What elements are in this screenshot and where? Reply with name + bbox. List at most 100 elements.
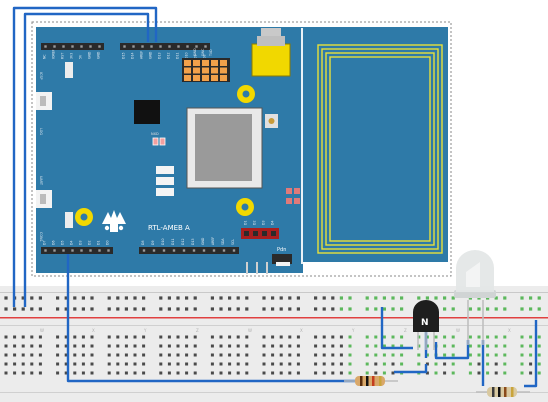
smd-led-1 [152,137,159,146]
grid-hole [348,353,352,357]
grid-hole [382,371,386,375]
icsp-pin [202,60,209,66]
rail-hole [64,307,68,311]
grid-hole [365,335,369,339]
header-pin [182,249,186,252]
reset-button-top [65,62,73,78]
grid-hole [271,353,275,357]
grid-hole [4,362,8,366]
grid-hole [477,362,481,366]
rail-hole [4,296,8,300]
wire-rail-to-transistor [380,307,413,350]
rail-hole [210,296,214,300]
header-pin [98,249,101,252]
rail-hole [529,296,533,300]
grid-hole [434,371,438,375]
rail-hole [537,296,541,300]
header-pin [53,249,56,252]
header-label: D13 [158,52,162,59]
rail-hole [38,296,42,300]
grid-hole [365,362,369,366]
icsp-pin [211,60,218,66]
grid-hole [90,344,94,348]
grid-hole [477,353,481,357]
grid-hole [425,353,429,357]
led [454,250,496,345]
grid-hole [38,335,42,339]
resistor-1-band-3 [372,376,375,386]
header-label: D10 [161,238,165,245]
grid-hole [296,362,300,366]
grid-hole [348,335,352,339]
grid-hole [382,353,386,357]
grid-hole [443,335,447,339]
header-pin [71,45,74,48]
grid-hole [38,353,42,357]
header-label: D3 [79,241,83,245]
grid-hole [400,362,404,366]
rail-hole [271,296,275,300]
grid-hole [167,344,171,348]
icsp-pin [211,75,218,81]
grid-hole [425,371,429,375]
grid-hole [520,362,524,366]
grid-hole [382,362,386,366]
rail-hole [271,307,275,311]
rail-hole [382,296,386,300]
antenna-loop-1 [317,44,443,254]
header-pin [186,45,189,48]
grid-hole [339,362,343,366]
grid-hole [90,335,94,339]
grid-hole [314,353,318,357]
rail-hole [451,307,455,311]
smd-led-2 [159,137,166,146]
header-pin [150,45,153,48]
antenna-loop-3 [325,52,435,246]
icsp-pin [193,75,200,81]
grid-hole [339,344,343,348]
grid-hole [219,371,223,375]
antenna-loop-4 [329,56,431,242]
grid-hole [279,362,283,366]
grid-hole [417,344,421,348]
grid-hole [4,371,8,375]
grid-hole [400,344,404,348]
breadboard-row-label: W [40,328,44,333]
rail-hole [159,307,163,311]
grid-hole [236,371,240,375]
rail-hole [64,296,68,300]
rail-hole [21,296,25,300]
grid-hole [56,344,60,348]
grid-hole [56,353,60,357]
grid-hole [365,371,369,375]
grid-hole [73,362,77,366]
jack-neck [257,36,285,46]
grid-hole [391,371,395,375]
grid-hole [503,371,507,375]
grid-hole [81,353,85,357]
grid-hole [520,371,524,375]
side-label: UART [39,176,43,186]
grid-hole [30,344,34,348]
header-label: D14 [131,52,135,59]
grid-hole [142,362,146,366]
header-pin [89,45,92,48]
icsp-pin [211,67,218,74]
module-shield [195,114,252,181]
grid-hole [279,353,283,357]
header-label: D6 [52,241,56,245]
logo-icon [102,210,126,224]
header-label: NC [43,54,47,59]
grid-hole [529,362,533,366]
grid-hole [262,335,266,339]
grid-hole [348,371,352,375]
header-pin [195,45,198,48]
grid-hole [494,353,498,357]
header-pin [192,249,196,252]
grid-hole [279,335,283,339]
wire-3v3-rail [12,6,158,307]
grid-hole [4,344,8,348]
top-center-label: SWC [201,48,205,56]
